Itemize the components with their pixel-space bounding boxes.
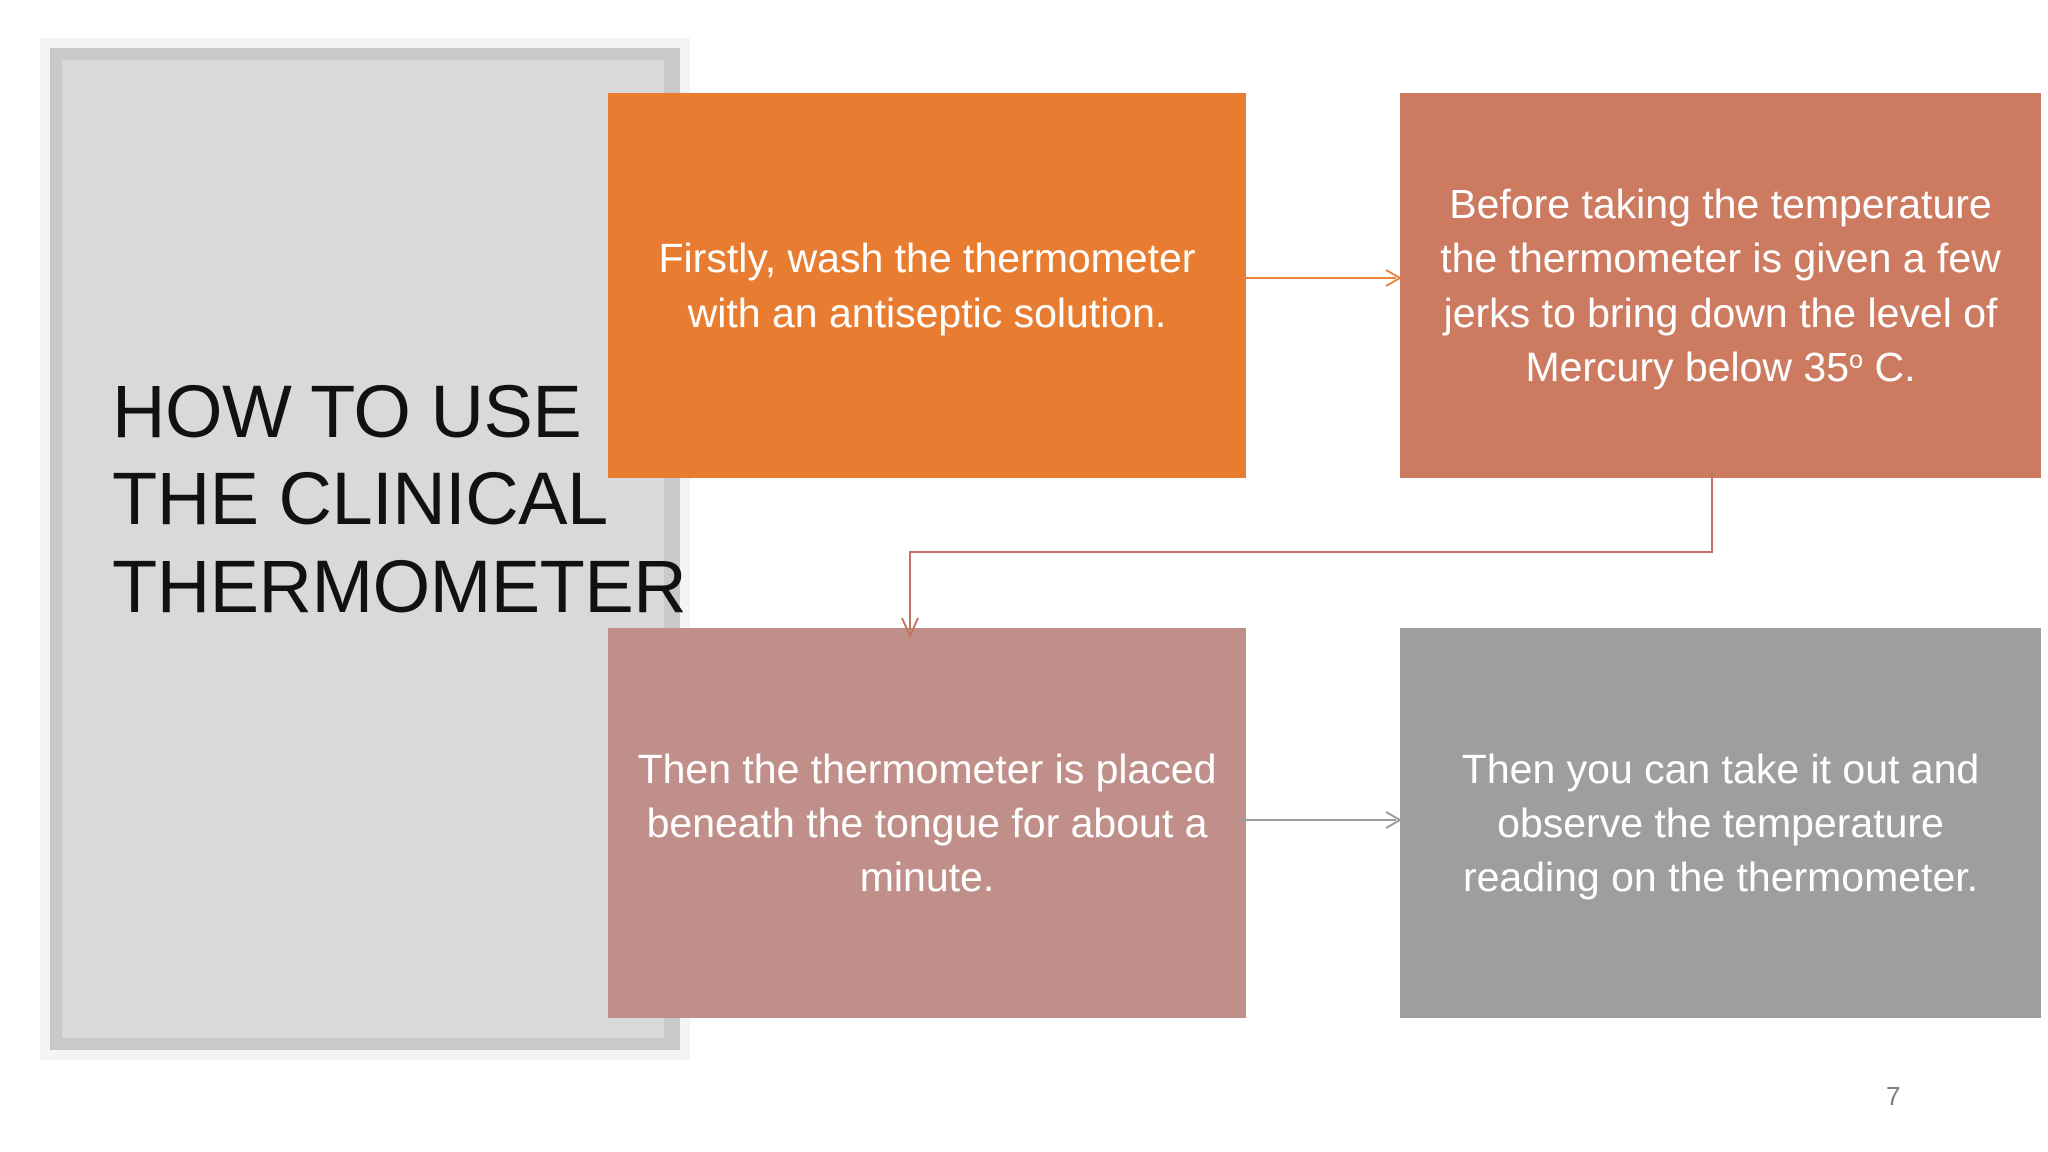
page-number: 7 [1886, 1081, 1901, 1111]
flow-box-step-4-label: Then you can take it out and observe the… [1461, 745, 1980, 901]
flow-box-step-3-label: Then the thermometer is placed beneath t… [637, 745, 1217, 901]
flow-box-step-2-label: Before taking the temperature the thermo… [1426, 177, 2015, 393]
flow-box-step-1-label: Firstly, wash the thermometer with an an… [658, 235, 1196, 336]
flow-box-step-2-text-before-degree: Before taking the temperature the thermo… [1440, 181, 2001, 390]
flow-box-step-2-text-after-degree: C. [1863, 343, 1916, 390]
arrow-step3-to-step4 [1240, 811, 1403, 829]
title-panel-fill [62, 60, 664, 1038]
slide-title: HOW TO USE THE CLINICAL THERMOMETER [112, 370, 687, 628]
flow-box-step-2[interactable]: Before taking the temperature the thermo… [1400, 93, 2041, 478]
arrow-step1-to-step2 [1240, 269, 1403, 287]
flow-box-step-4[interactable]: Then you can take it out and observe the… [1400, 628, 2041, 1018]
degree-symbol: o [1849, 345, 1864, 374]
arrow-step2-to-step3 [901, 470, 1713, 639]
flow-box-step-1[interactable]: Firstly, wash the thermometer with an an… [608, 93, 1246, 478]
flow-box-step-3[interactable]: Then the thermometer is placed beneath t… [608, 628, 1246, 1018]
